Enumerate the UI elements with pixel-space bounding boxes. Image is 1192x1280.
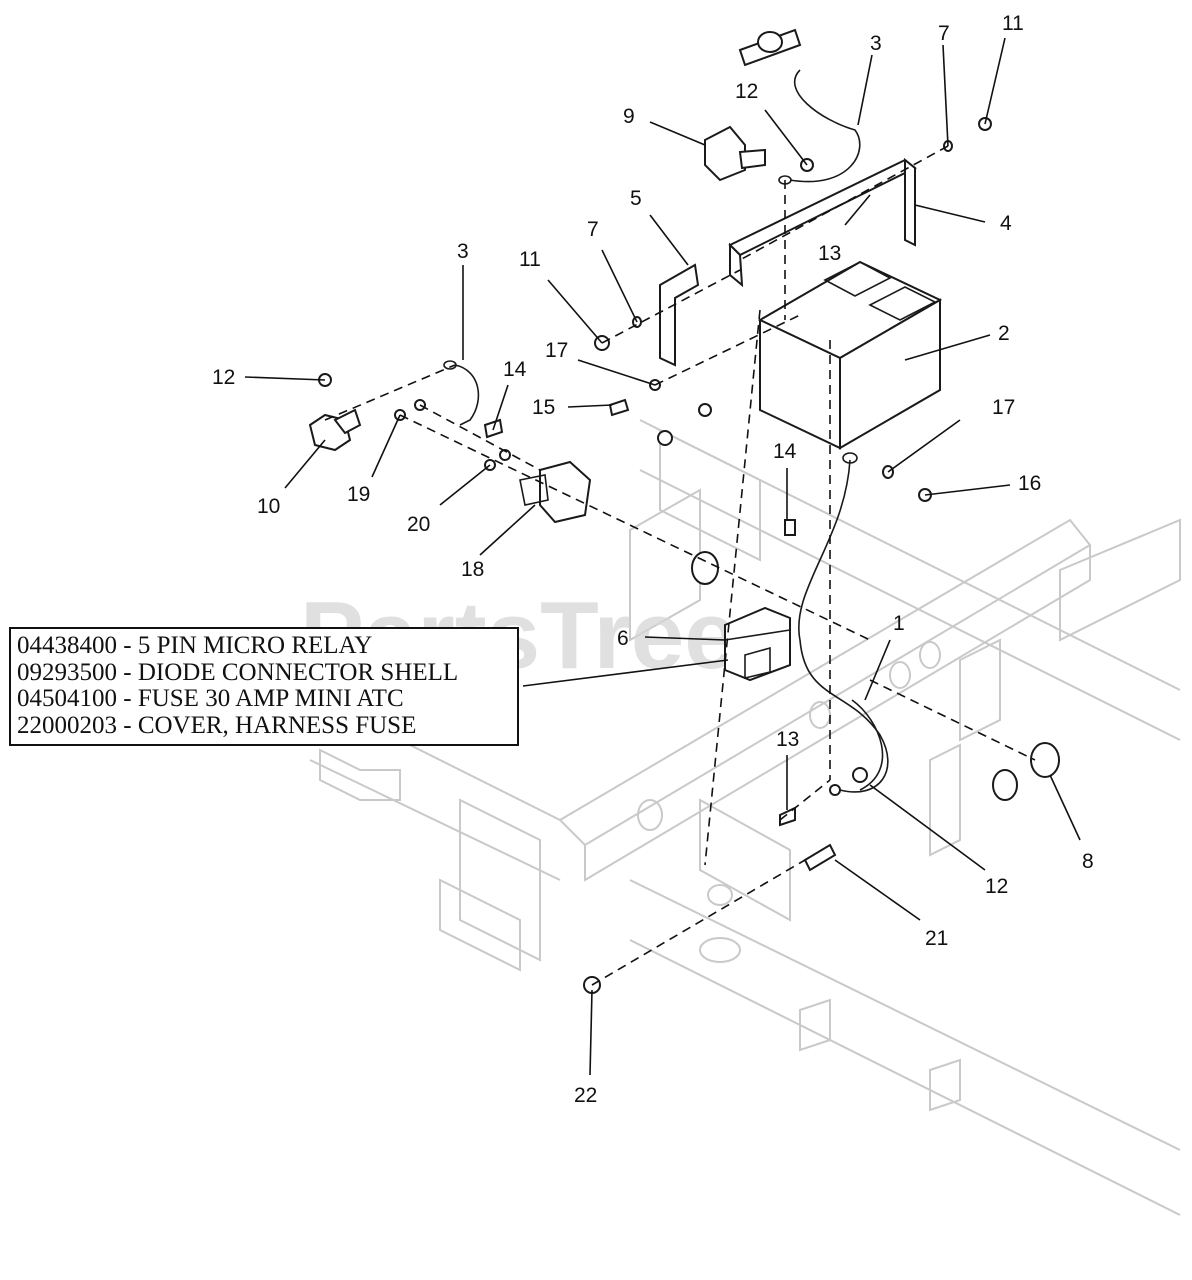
callout-19: 19 bbox=[347, 483, 370, 506]
assembly-lines bbox=[324, 145, 1036, 986]
callout-21: 21 bbox=[925, 927, 948, 950]
callout-9: 9 bbox=[623, 105, 635, 128]
callout-17-left: 17 bbox=[545, 339, 568, 362]
leader-lines bbox=[244, 37, 1081, 1076]
callout-3-upper: 3 bbox=[870, 32, 882, 55]
callout-6: 6 bbox=[617, 627, 629, 650]
mower-frame bbox=[299, 419, 1181, 1216]
callout-11-left: 11 bbox=[519, 248, 541, 271]
callout-5: 5 bbox=[630, 187, 642, 210]
callout-17-right: 17 bbox=[992, 396, 1015, 419]
callout-2: 2 bbox=[998, 322, 1010, 345]
legend-line-fuse-cover: 22000203 - COVER, HARNESS FUSE bbox=[17, 711, 417, 739]
callout-1: 1 bbox=[893, 612, 905, 635]
parts bbox=[308, 28, 1060, 994]
callout-12-top: 12 bbox=[735, 80, 758, 103]
callout-14-middle: 14 bbox=[773, 440, 797, 463]
callout-11-right: 11 bbox=[1002, 12, 1024, 35]
callout-18: 18 bbox=[461, 558, 484, 581]
callout-16: 16 bbox=[1018, 472, 1041, 495]
parts-legend: 04438400 - 5 PIN MICRO RELAY 09293500 - … bbox=[9, 627, 519, 746]
callout-labels: 1 2 3 3 4 5 6 7 7 8 9 10 11 11 12 12 12 … bbox=[212, 12, 1094, 1107]
legend-line-relay: 04438400 - 5 PIN MICRO RELAY bbox=[17, 632, 373, 659]
callout-15: 15 bbox=[532, 396, 555, 419]
callout-13-lower: 13 bbox=[776, 728, 799, 751]
callout-13-upper: 13 bbox=[818, 242, 841, 265]
callout-3-left: 3 bbox=[457, 240, 469, 263]
callout-4: 4 bbox=[1000, 212, 1012, 235]
callout-22: 22 bbox=[574, 1084, 597, 1107]
callout-7-right: 7 bbox=[938, 22, 950, 45]
callout-12-left: 12 bbox=[212, 366, 235, 389]
callout-12-lower: 12 bbox=[985, 875, 1008, 898]
callout-20: 20 bbox=[407, 513, 430, 536]
callout-8: 8 bbox=[1082, 850, 1094, 873]
callout-14-left: 14 bbox=[503, 358, 527, 381]
legend-line-diode-shell: 09293500 - DIODE CONNECTOR SHELL bbox=[17, 658, 459, 686]
legend-line-fuse: 04504100 - FUSE 30 AMP MINI ATC bbox=[17, 685, 404, 712]
callout-7-left: 7 bbox=[587, 218, 599, 241]
callout-10: 10 bbox=[257, 495, 280, 518]
